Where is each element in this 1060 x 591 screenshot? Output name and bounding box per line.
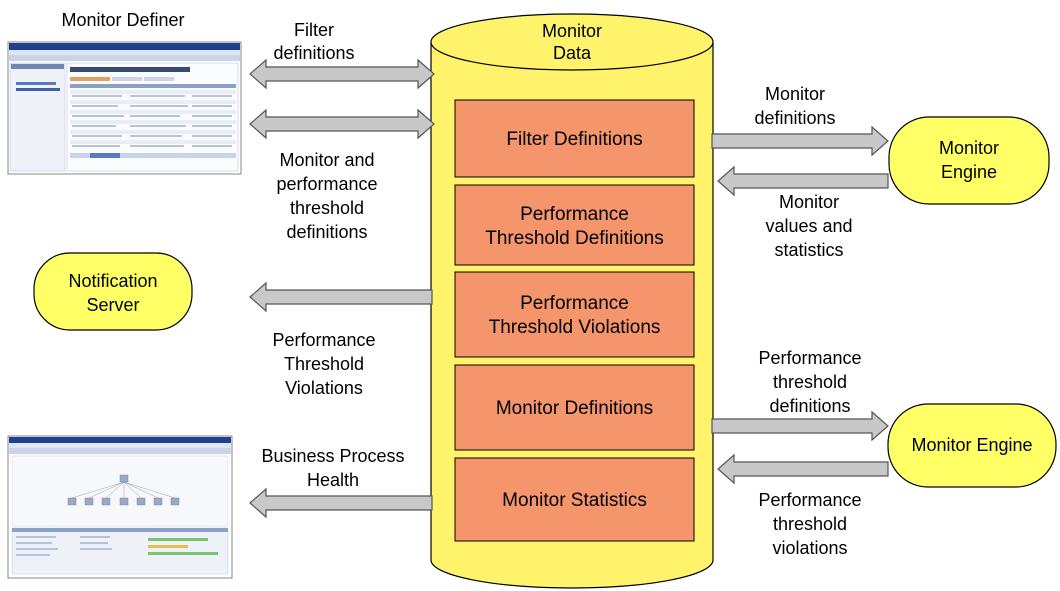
label-line: definitions: [273, 43, 354, 63]
arrow-perf-threshold-defs-to-engine: [711, 410, 889, 442]
label-line: Performance: [758, 490, 861, 510]
label-line: threshold: [773, 514, 847, 534]
label-line: Violations: [285, 378, 363, 398]
store-box-performance-threshold-definitions: Performance Threshold Definitions: [454, 184, 695, 266]
store-box-label: Performance: [520, 204, 629, 225]
node-label: Engine: [941, 162, 997, 182]
store-box-label: Threshold Definitions: [485, 228, 663, 249]
label-line: violations: [772, 538, 847, 558]
database-title-line-2: Data: [553, 43, 592, 63]
database-top: [430, 13, 714, 71]
node-monitor-engine-1: Monitor Engine: [888, 116, 1050, 205]
monitor-definer-screenshot: [7, 41, 242, 175]
label-line: definitions: [754, 108, 835, 128]
label-line: Performance: [758, 348, 861, 368]
label-line: Threshold: [284, 354, 364, 374]
label-line: Monitor: [765, 84, 825, 104]
arrow-monitor-values-from-engine: [717, 165, 889, 197]
label-perf-violations-left: Performance Threshold Violations: [272, 330, 375, 398]
label-line: Monitor and: [279, 150, 374, 170]
business-process-health-screenshot: [7, 435, 233, 579]
store-box-monitor-definitions: Monitor Definitions: [454, 364, 695, 451]
node-label: Monitor: [939, 138, 999, 158]
label-perf-threshold-defs-right: Performance threshold definitions: [758, 348, 861, 416]
store-box-label: Monitor Definitions: [496, 398, 653, 419]
label-monitor-threshold-definitions: Monitor and performance threshold defini…: [276, 150, 377, 242]
label-monitor-values-statistics: Monitor values and statistics: [765, 192, 852, 260]
label-line: performance: [276, 174, 377, 194]
store-box-label: Filter Definitions: [506, 129, 642, 150]
label-line: definitions: [286, 222, 367, 242]
arrow-filter-definitions: [249, 58, 435, 90]
node-monitor-engine-2: Monitor Engine: [887, 403, 1057, 488]
label-line: Monitor: [779, 192, 839, 212]
label-filter-definitions: Filter definitions: [273, 20, 354, 63]
label-perf-violations-right: Performance threshold violations: [758, 490, 861, 558]
store-box-label: Monitor Statistics: [502, 490, 647, 511]
store-box-label: Performance: [520, 293, 629, 314]
label-line: definitions: [769, 396, 850, 416]
monitor-definer-label: Monitor Definer: [61, 10, 184, 30]
label-line: statistics: [774, 240, 843, 260]
arrow-perf-violations-to-notification: [249, 281, 433, 313]
label-line: threshold: [290, 198, 364, 218]
store-box-monitor-statistics: Monitor Statistics: [454, 457, 695, 542]
label-line: Performance: [272, 330, 375, 350]
arrow-monitor-definitions-to-engine: [711, 125, 889, 157]
store-box-label: Threshold Violations: [489, 317, 661, 338]
arrow-perf-violations-from-engine: [717, 453, 889, 485]
node-label: Monitor Engine: [911, 435, 1032, 455]
label-line: Business Process: [261, 446, 404, 466]
database-title-line-1: Monitor: [542, 21, 602, 41]
label-monitor-definitions: Monitor definitions: [754, 84, 835, 128]
label-line: threshold: [773, 372, 847, 392]
arrow-monitor-threshold-definitions: [249, 108, 435, 140]
store-box-filter-definitions: Filter Definitions: [454, 99, 695, 178]
arrow-business-process-health: [249, 487, 433, 519]
store-box-performance-threshold-violations: Performance Threshold Violations: [454, 271, 695, 358]
node-notification-server: Notification Server: [33, 252, 193, 331]
label-line: Health: [307, 470, 359, 490]
label-business-process-health: Business Process Health: [261, 446, 404, 490]
label-line: values and: [765, 216, 852, 236]
node-label: Server: [86, 295, 139, 315]
node-label: Notification: [68, 271, 157, 291]
label-line: Filter: [294, 20, 334, 40]
